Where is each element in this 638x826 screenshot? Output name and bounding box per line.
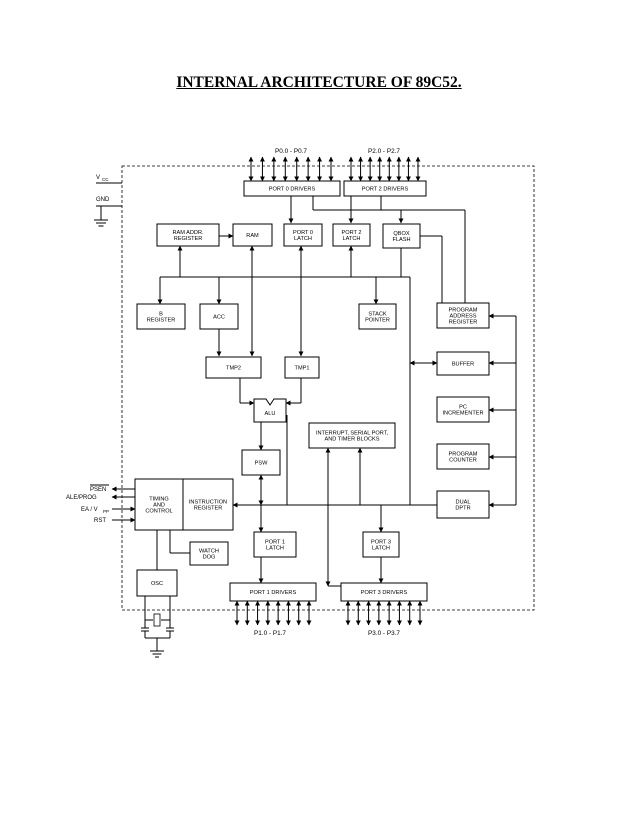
interrupt-serial-block: INTERRUPT, SERIAL PORT,AND TIMER BLOCKS bbox=[308, 422, 396, 449]
ram-addr-reg-label: RAM ADDR. bbox=[172, 230, 204, 236]
alu-label: ALU bbox=[265, 411, 276, 417]
timing-control-label: TIMING bbox=[149, 496, 169, 502]
ale-prog-pin-label: ALE/PROG bbox=[66, 495, 97, 501]
port1-drivers-label: PORT 1 DRIVERS bbox=[250, 590, 297, 596]
acc-label: ACC bbox=[213, 315, 225, 321]
instruction-register-label: REGISTER bbox=[194, 506, 223, 512]
qbox-flash-label: QBOX bbox=[393, 231, 409, 237]
timing-control-label: CONTROL bbox=[145, 509, 172, 515]
qbox-flash-label: FLASH bbox=[392, 237, 410, 243]
pc-incrementer-label: PC bbox=[459, 404, 467, 410]
ram-block: RAM bbox=[232, 223, 273, 247]
program-counter-label: PROGRAM bbox=[449, 451, 478, 457]
p1-bus-label: P1.0 - P1.7 bbox=[254, 630, 286, 637]
alu-block: ALU bbox=[253, 398, 287, 423]
pc-incrementer-label: INCREMENTER bbox=[442, 411, 483, 417]
interrupt-serial-label: INTERRUPT, SERIAL PORT, bbox=[316, 430, 389, 436]
port0-latch-label: PORT 0 bbox=[293, 230, 313, 236]
ea-vpp-pin-label: EA / V bbox=[81, 507, 98, 513]
svg-text:GND: GND bbox=[96, 197, 110, 203]
stack-pointer-label: STACK bbox=[368, 311, 387, 317]
buffer-block: BUFFER bbox=[436, 351, 490, 376]
port1-drivers-block: PORT 1 DRIVERS bbox=[229, 582, 317, 602]
timing-control-label: AND bbox=[153, 503, 165, 509]
port0-drivers-block: PORT 0 DRIVERS bbox=[243, 180, 341, 197]
osc-label: OSC bbox=[151, 581, 163, 587]
buffer-label: BUFFER bbox=[452, 362, 474, 368]
program-address-register-label: PROGRAM bbox=[449, 307, 478, 313]
vcc-supply: V CC bbox=[96, 175, 122, 184]
crystal-oscillator-circuit bbox=[141, 596, 174, 658]
gnd-supply: GND bbox=[94, 197, 122, 227]
acc-block: ACC bbox=[199, 303, 239, 330]
p2-bus-label: P2.0 - P2.7 bbox=[368, 148, 400, 155]
b-register-label: REGISTER bbox=[147, 318, 176, 324]
port0-latch-label: LATCH bbox=[294, 236, 312, 242]
program-counter-label: COUNTER bbox=[449, 458, 477, 464]
interrupt-serial-label: AND TIMER BLOCKS bbox=[325, 437, 380, 443]
port2-drivers-label: PORT 2 DRIVERS bbox=[362, 187, 409, 193]
dual-dptr-label: DPTR bbox=[455, 506, 470, 512]
ram-addr-reg-block: RAM ADDR.REGISTER bbox=[156, 223, 220, 247]
osc-block: OSC bbox=[136, 569, 178, 597]
port-pin-arrows bbox=[234, 156, 423, 626]
svg-text:CC: CC bbox=[102, 177, 109, 182]
port3-drivers-block: PORT 3 DRIVERS bbox=[340, 582, 428, 602]
port1-latch-label: PORT 1 bbox=[265, 539, 285, 545]
psw-block: PSW bbox=[241, 449, 281, 476]
tmp2-block: TMP2 bbox=[205, 356, 262, 379]
external-pins bbox=[111, 486, 136, 523]
tmp1-label: TMP1 bbox=[295, 366, 310, 372]
ram-label: RAM bbox=[246, 233, 259, 239]
tmp1-block: TMP1 bbox=[284, 356, 320, 379]
svg-text:V: V bbox=[96, 175, 100, 181]
tmp2-label: TMP2 bbox=[226, 366, 241, 372]
port2-latch-label: LATCH bbox=[343, 236, 361, 242]
port3-drivers-label: PORT 3 DRIVERS bbox=[361, 590, 408, 596]
port2-drivers-block: PORT 2 DRIVERS bbox=[343, 180, 427, 197]
p3-bus-label: P3.0 - P3.7 bbox=[368, 630, 400, 637]
internal-buses bbox=[156, 196, 517, 587]
dual-dptr-label: DUAL bbox=[456, 499, 471, 505]
watch-dog-label: DOG bbox=[203, 555, 216, 561]
program-address-register-label: REGISTER bbox=[449, 320, 478, 326]
port3-latch-label: LATCH bbox=[372, 546, 390, 552]
p0-bus-label: P0.0 - P0.7 bbox=[275, 148, 307, 155]
page-title: INTERNAL ARCHITECTURE OF 89C52. bbox=[176, 74, 462, 91]
ram-addr-reg-label: REGISTER bbox=[174, 236, 203, 242]
port1-latch-label: LATCH bbox=[266, 546, 284, 552]
psw-label: PSW bbox=[255, 461, 268, 467]
psen-pin-label: PSEN bbox=[90, 487, 106, 493]
svg-text:PP: PP bbox=[103, 509, 109, 514]
port3-latch-label: PORT 3 bbox=[371, 539, 391, 545]
watch-dog-label: WATCH bbox=[199, 548, 219, 554]
port2-latch-label: PORT 2 bbox=[341, 230, 361, 236]
chip-boundary bbox=[121, 165, 535, 611]
b-register-label: B bbox=[159, 311, 163, 317]
port0-drivers-label: PORT 0 DRIVERS bbox=[269, 187, 316, 193]
program-address-register-label: ADDRESS bbox=[449, 314, 476, 320]
instruction-register-label: INSTRUCTION bbox=[189, 499, 227, 505]
stack-pointer-label: POINTER bbox=[365, 318, 390, 324]
rst-pin-label: RST bbox=[94, 518, 106, 524]
